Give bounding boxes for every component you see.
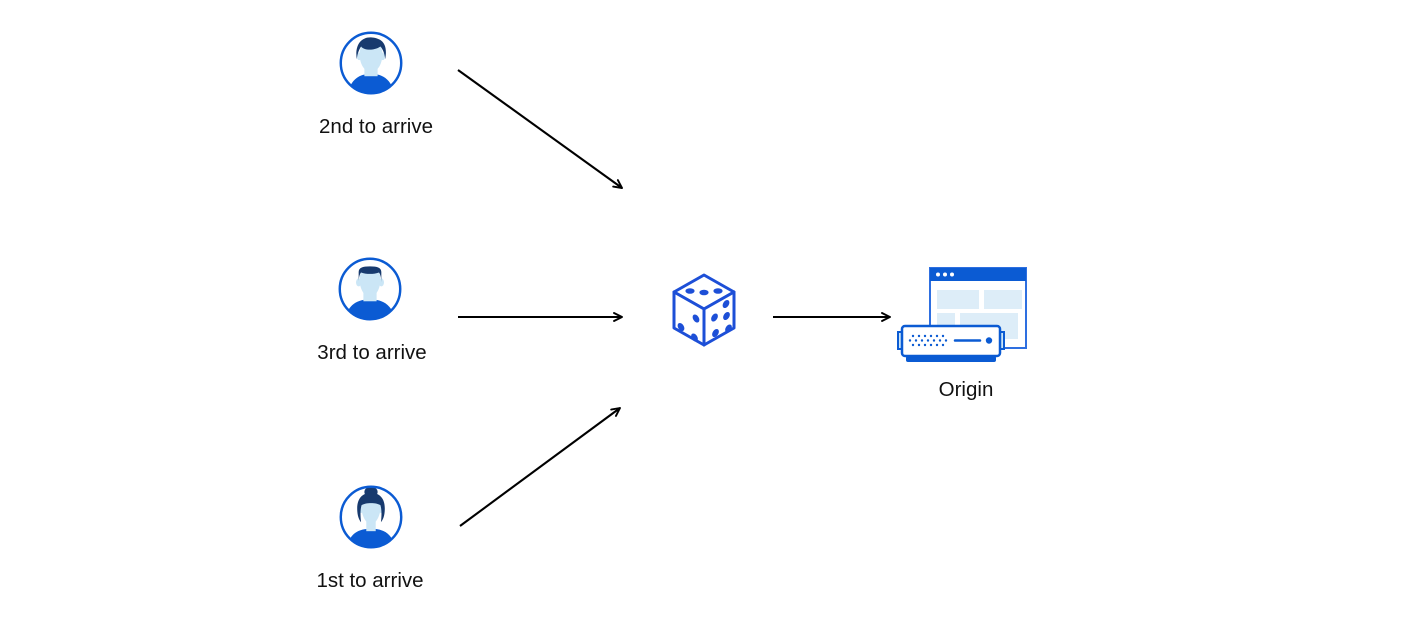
- node-label-user-third: 3rd to arrive: [317, 341, 427, 364]
- node-label-user-second: 2nd to arrive: [319, 115, 433, 138]
- node-label-origin: Origin: [938, 378, 994, 401]
- node-origin: [896, 262, 1030, 371]
- arrow-user-first-to-dice: [459, 407, 621, 527]
- node-user-first: [337, 483, 405, 556]
- node-randomizer: [670, 273, 738, 352]
- node-label-user-first: 1st to arrive: [316, 569, 424, 592]
- node-user-second: [337, 29, 405, 102]
- arrow-user-second-to-dice: [457, 69, 623, 189]
- node-user-third: [336, 255, 404, 328]
- dice-icon: [672, 273, 736, 347]
- origin-server-icon: [897, 267, 1027, 362]
- female-user-avatar-icon: [339, 485, 403, 549]
- male-user-avatar-icon: [339, 31, 403, 95]
- male-flattop-user-avatar-icon: [338, 257, 402, 321]
